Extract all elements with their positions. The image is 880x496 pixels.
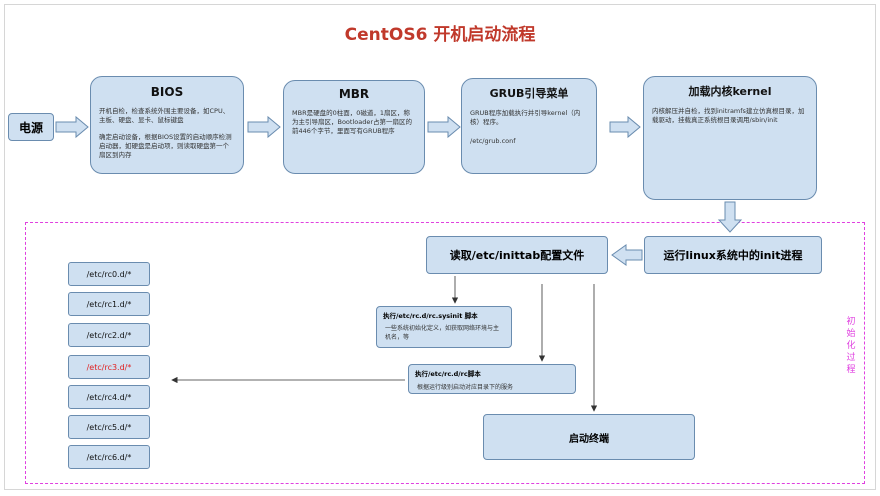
init-process-box: 运行linux系统中的init进程 (644, 236, 822, 274)
rc-dir-4: /etc/rc4.d/* (68, 385, 150, 409)
rc-dir-5: /etc/rc5.d/* (68, 415, 150, 439)
grub-text-2: /etc/grub.conf (470, 137, 516, 145)
sysinit-text: 一些系统初始化定义，如获取网络环境与主机名，等 (385, 325, 500, 341)
inittab-box: 读取/etc/inittab配置文件 (426, 236, 608, 274)
kernel-text: 内核解压并自检，找到initramfs建立仿真根目录，加载驱动，挂载真正系统根目… (652, 107, 805, 124)
arrow-mbr-to-grub (427, 115, 461, 139)
diagram-title: CentOS6 开机启动流程 (344, 25, 536, 45)
sysinit-box: 执行/etc/rc.d/rc.sysinit 脚本 一些系统初始化定义，如获取网… (376, 306, 512, 348)
power-label: 电源 (18, 120, 43, 135)
sysinit-title: 执行/etc/rc.d/rc.sysinit 脚本 (383, 312, 478, 320)
power-box: 电源 (8, 113, 54, 141)
arrow-bios-to-mbr (247, 115, 281, 139)
rc-dir-3: /etc/rc3.d/* (68, 355, 150, 379)
mbr-title: MBR (338, 87, 370, 101)
rc-script-text: 根据运行级别启动对应目录下的服务 (417, 384, 514, 391)
terminal-text: 启动终端 (569, 433, 609, 445)
bios-text-1: 开机自检，检查系统外围主要设备，如CPU、主板、硬盘、显卡、鼠标键盘 (99, 107, 230, 124)
rc-dir-6: /etc/rc6.d/* (68, 445, 150, 469)
mbr-text: MBR是硬盘的0柱面，0磁道，1扇区，称为主引导扇区，Bootloader占第一… (292, 109, 413, 135)
rc-dir-2: /etc/rc2.d/* (68, 323, 150, 347)
terminal-box: 启动终端 (483, 414, 695, 460)
bios-title: BIOS (150, 85, 184, 99)
rc-dir-1: /etc/rc1.d/* (68, 292, 150, 316)
kernel-title: 加载内核kernel (688, 85, 772, 98)
mbr-box: MBR MBR是硬盘的0柱面，0磁道，1扇区，称为主引导扇区，Bootloade… (283, 80, 425, 174)
bios-box: BIOS 开机自检，检查系统外围主要设备，如CPU、主板、硬盘、显卡、鼠标键盘 … (90, 76, 244, 174)
init-process-text: 运行linux系统中的init进程 (663, 249, 803, 262)
init-process-region (25, 222, 865, 484)
arrow-kernel-to-init (717, 201, 743, 233)
kernel-box: 加载内核kernel 内核解压并自检，找到initramfs建立仿真根目录，加载… (643, 76, 817, 200)
rc-script-title: 执行/etc/rc.d/rc脚本 (415, 370, 481, 378)
inittab-text: 读取/etc/inittab配置文件 (449, 249, 585, 262)
bios-text-2: 确定启动设备，根据BIOS设置的启动顺序检测启动器，如硬盘是启动项，则读取硬盘第… (99, 133, 232, 159)
arrow-init-to-inittab (611, 244, 643, 266)
grub-text-1: GRUB程序加载执行并引导kernel（内核）程序。 (470, 109, 581, 126)
init-process-label: 初始化过程 (846, 317, 856, 375)
arrow-grub-to-kernel (609, 115, 641, 139)
rc-dir-0: /etc/rc0.d/* (68, 262, 150, 286)
arrow-power-to-bios (55, 115, 89, 139)
grub-title: GRUB引导菜单 (489, 87, 569, 100)
grub-box: GRUB引导菜单 GRUB程序加载执行并引导kernel（内核）程序。 /etc… (461, 78, 597, 174)
rc-script-box: 执行/etc/rc.d/rc脚本 根据运行级别启动对应目录下的服务 (408, 364, 576, 394)
